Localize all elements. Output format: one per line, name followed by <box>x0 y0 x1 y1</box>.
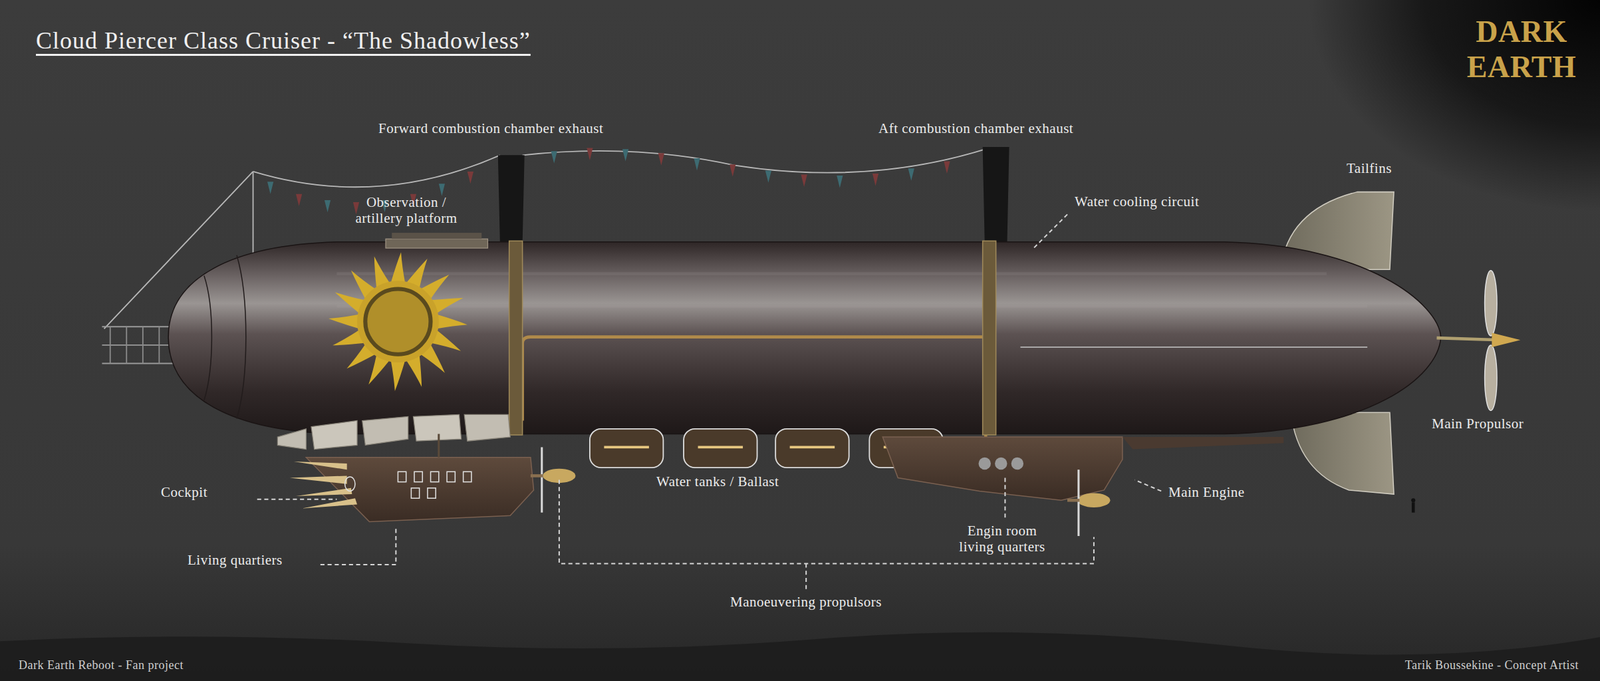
logo-text: DARK EARTH <box>1461 14 1582 86</box>
part-label: Water cooling circuit <box>1074 193 1200 210</box>
part-label: Aft combustion chamber exhaust <box>878 120 1074 137</box>
footer-note: Dark Earth Reboot - Fan project <box>18 658 184 673</box>
part-label: Cockpit <box>160 484 208 501</box>
hull-rings <box>509 240 997 435</box>
sun-emblem <box>328 252 468 392</box>
sails <box>277 414 511 449</box>
part-label: Main Propulsor <box>1431 415 1524 432</box>
hull <box>168 232 1441 434</box>
cooling-circuit <box>522 337 1368 440</box>
scale-figure <box>1411 498 1416 513</box>
cockpit-gondola <box>289 433 534 522</box>
part-label: Forward combustion chamber exhaust <box>378 120 604 137</box>
part-label: Water tanks / Ballast <box>656 473 779 490</box>
part-label: Observation / artillery platform <box>348 194 465 227</box>
engine-gondola <box>882 436 1284 501</box>
part-label: Manoeuvering propulsors <box>730 593 882 610</box>
part-label: Living quartiers <box>187 551 283 568</box>
main-propulsor <box>1436 270 1521 411</box>
part-label: Main Engine <box>1168 484 1245 501</box>
part-label: Engin room living quarters <box>955 522 1049 555</box>
part-label: Tailfins <box>1346 160 1392 177</box>
exhaust-stacks <box>498 146 1010 243</box>
credit-note: Tarik Boussekine - Concept Artist <box>1405 658 1579 673</box>
diagram-title: Cloud Piercer Class Cruiser - “The Shado… <box>35 26 531 55</box>
leader-lines <box>257 214 1162 590</box>
manoeuvering-propulsors <box>530 446 1111 536</box>
